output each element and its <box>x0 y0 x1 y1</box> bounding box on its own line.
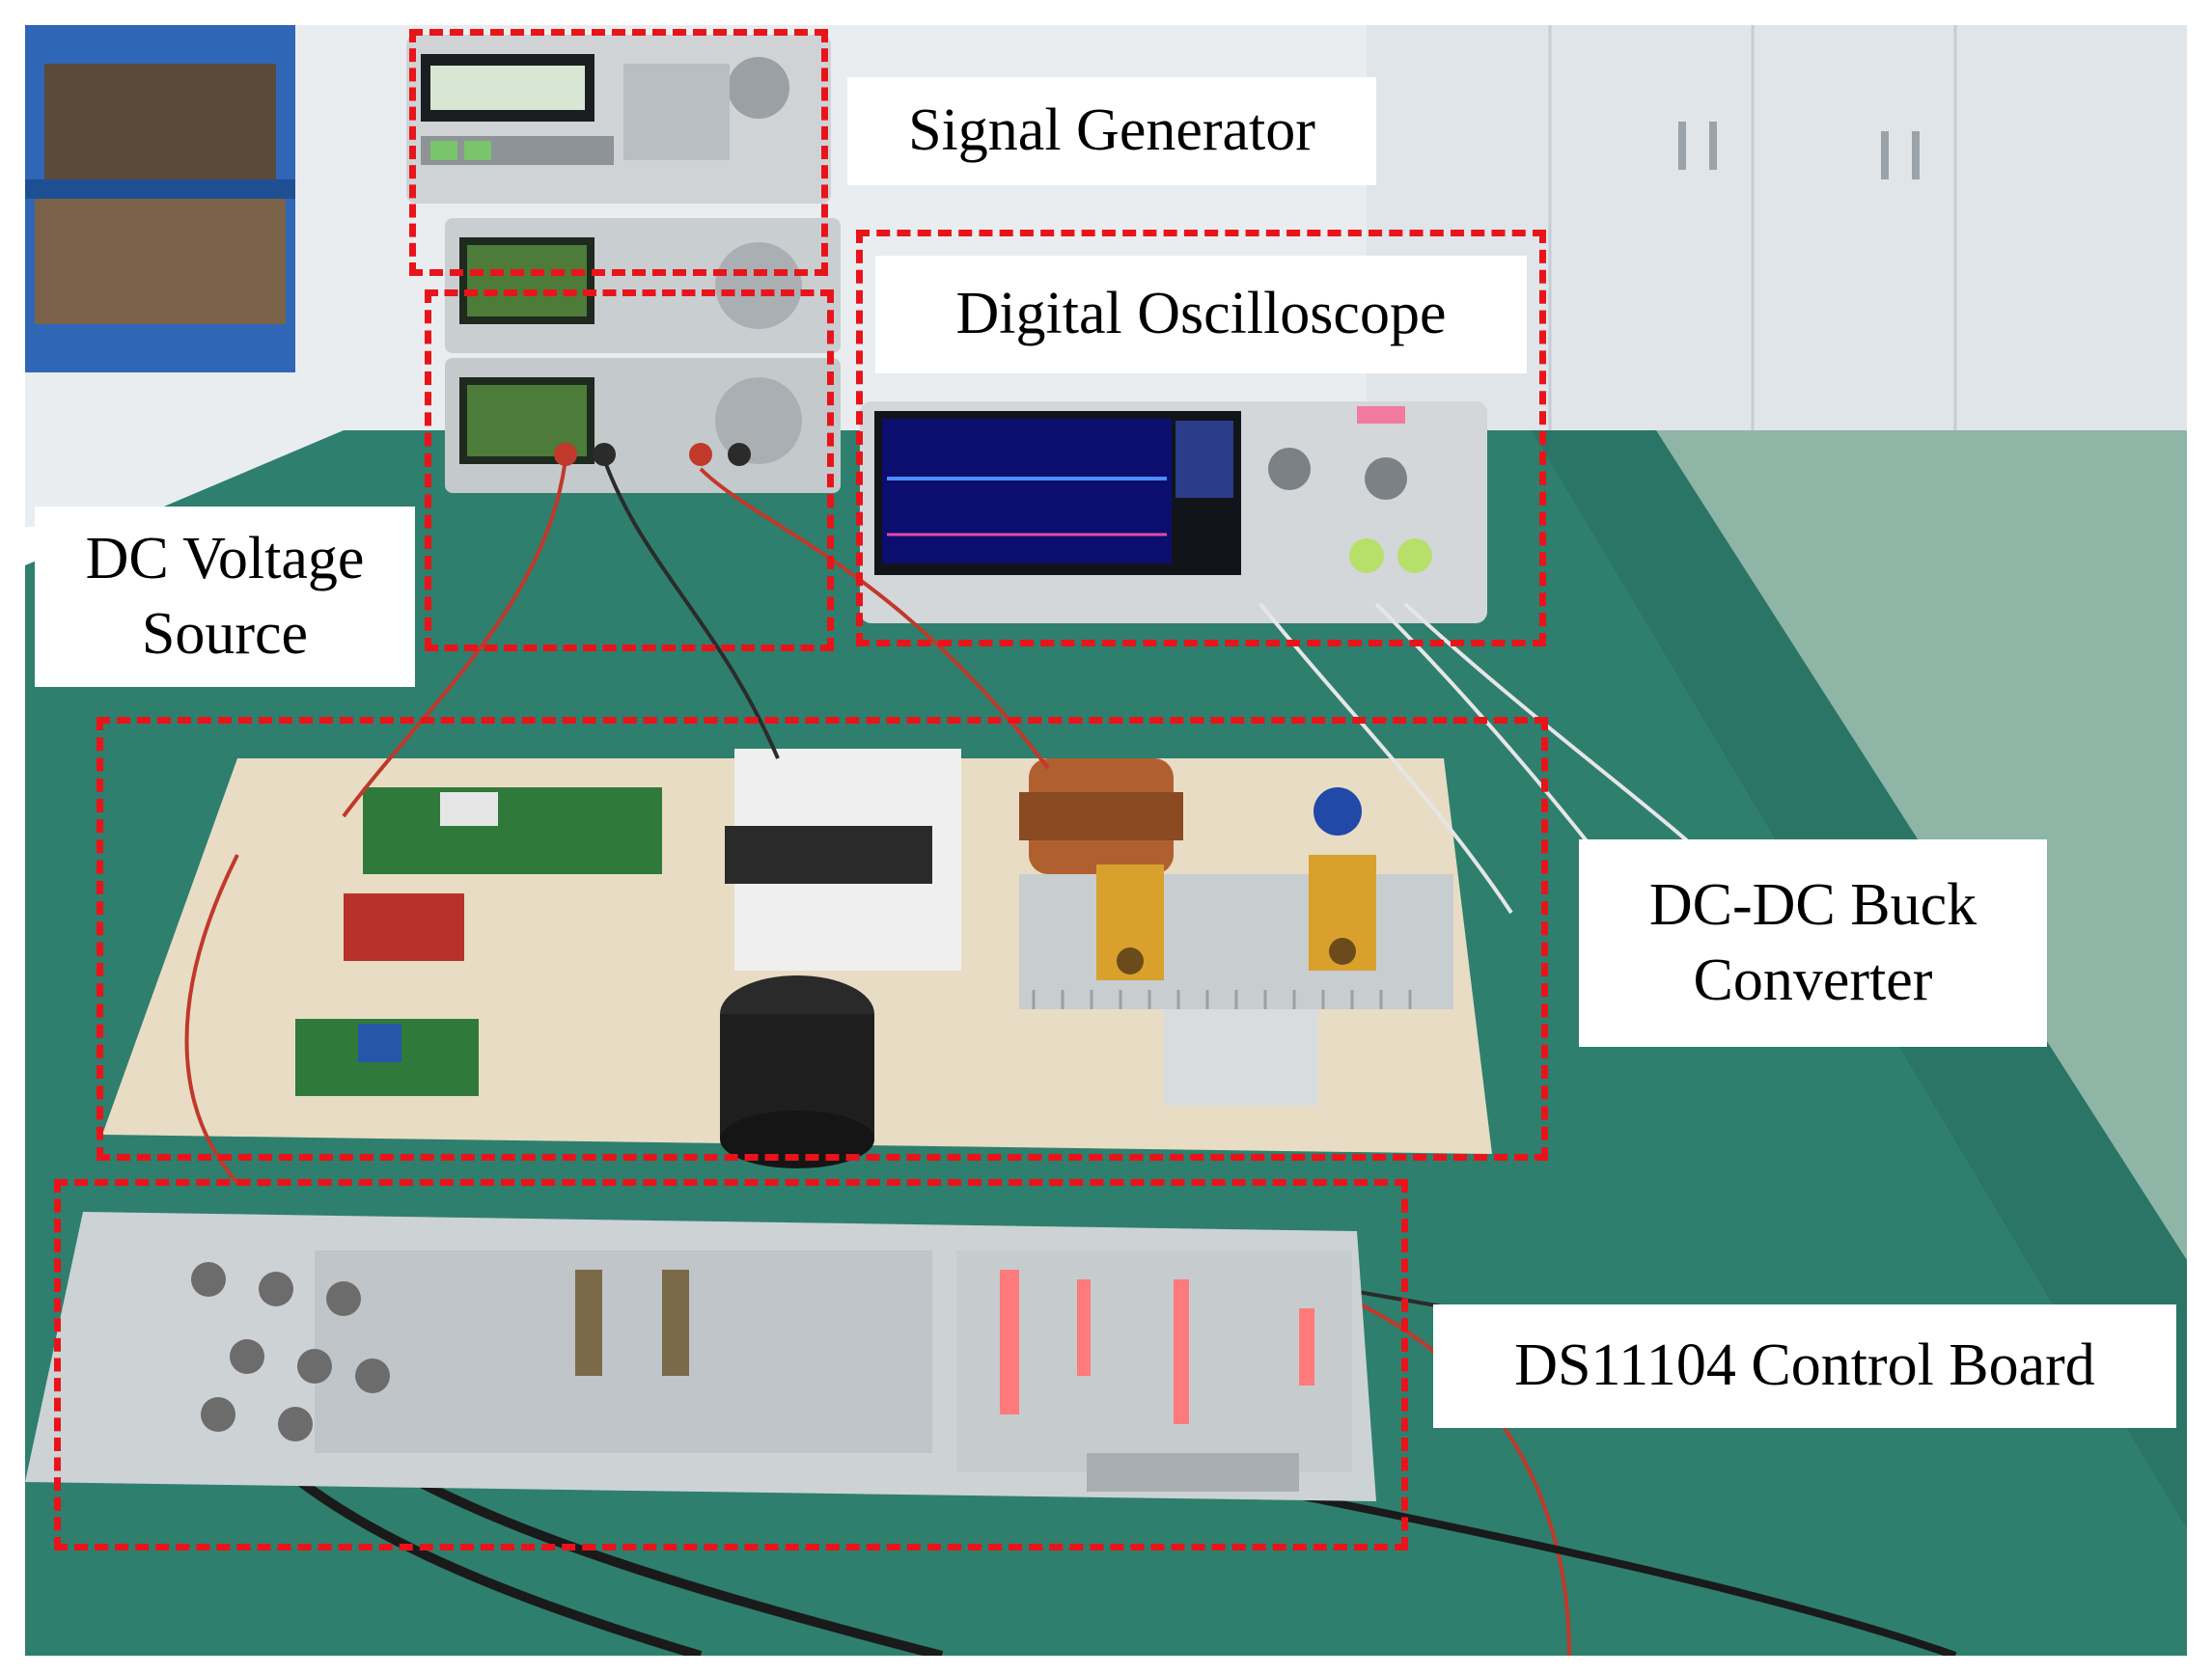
lab-bench-photo <box>25 25 2187 1656</box>
current-sensor <box>1313 787 1362 836</box>
driver-pcb <box>363 787 662 874</box>
small-enclosure <box>1164 1009 1318 1106</box>
sensor-pcb-red <box>344 893 464 961</box>
wall-cabinet <box>1367 25 2187 440</box>
heatsink <box>1019 874 1453 1009</box>
